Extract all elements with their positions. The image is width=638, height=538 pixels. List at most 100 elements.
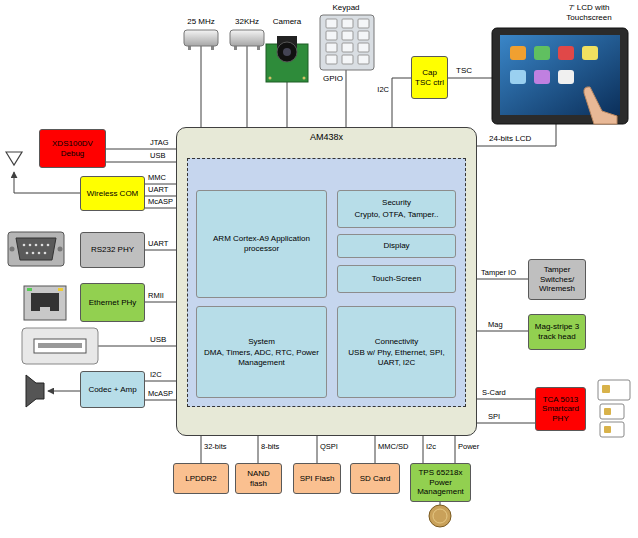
camera-icon [266,36,308,82]
box-label: RS232 PHY [91,245,134,255]
antenna-symbol [6,152,22,165]
wire [247,46,248,127]
keypad-icon [320,15,374,70]
crystal-icon [184,30,264,50]
signal-label: Tamper IO [481,268,516,278]
peripheral-box: RS232 PHY [80,232,145,268]
box-label: TPS 65218x Power Management [413,468,468,497]
signal-line [145,381,176,382]
box-label: NAND flash [238,469,279,488]
box-label: LPDDR2 [185,474,217,484]
box-label: DMA, Timers, ADC, RTC, Power Management [199,348,324,367]
peripheral-box: Wireless COM [80,176,145,211]
keypad-icon [342,31,353,40]
signal-label: GPIO [312,74,343,84]
function-block: ARM Cortex-A9 Application processor [196,190,327,298]
signal-label: McASP [148,197,173,207]
signal-label: Mag [488,320,503,330]
smartcard-icon [600,404,624,419]
signal-line [106,162,176,163]
lcd-icon [510,70,526,84]
signal-label: JTAG [150,138,169,148]
debug-box: XDS100DV Debug [39,129,106,168]
wire [477,124,556,146]
smartcard-icon [602,385,610,393]
box-label: SPI Flash [300,474,335,484]
camera-icon [277,42,297,62]
speaker-icon [26,375,44,407]
function-block: SystemDMA, Timers, ADC, RTC, Power Manag… [196,306,327,398]
coin-cell-icon [429,505,451,527]
rs232-connector-icon [32,252,35,255]
signal-label: USB [150,335,174,345]
coin-cell-icon [433,509,447,523]
signal-line [145,250,176,251]
device-label: Camera [262,17,312,27]
smartcard-icon [598,380,630,400]
lcd-icon [534,70,550,84]
crystal-icon [257,46,260,50]
block-heading: Security [382,198,411,208]
camera-icon [266,44,308,82]
box-label: Ethernet PHy [89,298,137,308]
crystal-icon [234,46,237,50]
keypad-icon [326,55,337,64]
ethernet-jack-icon [27,288,32,291]
usb-port-icon [34,339,86,353]
rs232-connector-icon [44,252,47,255]
box-label: SD Card [360,474,391,484]
box-label: USB w/ Phy, Ethernet, SPI, UART, I2C [340,348,453,367]
wire [448,78,492,79]
signal-label: I2C [368,85,389,95]
signal-line [392,78,411,127]
signal-label: USB [150,151,165,161]
camera-icon [303,77,306,80]
keypad-icon [326,43,337,52]
signal-line [477,423,535,424]
signal-label: UART [148,239,168,249]
rs232-connector-icon [23,244,26,247]
keypad-icon [358,43,369,52]
peripheral-box: TCA 5013 Smartcard PHY [535,387,586,431]
box-label: Cap TSC ctrl [414,68,445,87]
signal-label: I2C [150,370,162,380]
lcd-icon [492,28,628,124]
keypad-icon [358,19,369,28]
usb-port-icon [38,343,82,348]
lcd-icon [510,46,526,60]
device-label: Keypad [321,3,371,13]
wire [14,172,80,193]
rs232-connector-icon [58,247,63,252]
block-heading: System [248,337,275,347]
signal-line [423,436,424,463]
wire [346,70,347,127]
signal-line [145,400,176,401]
keypad-icon [342,19,353,28]
rs232-connector-icon [41,244,44,247]
box-label: Touch-Screen [372,274,421,284]
wire [48,391,80,392]
signal-line [317,436,318,463]
ethernet-jack-icon [58,288,63,291]
wire [201,46,202,127]
signal-line [375,436,376,463]
signal-line [258,436,259,463]
rs232-connector-icon [8,232,64,266]
power-box: TPS 65218x Power Management [410,463,471,502]
wire [14,46,556,505]
camera-icon [269,77,272,80]
signal-line [477,331,528,332]
signal-label: QSPI [320,442,338,452]
memory-box: LPDDR2 [173,463,229,494]
rs232-connector-icon [29,244,32,247]
crystal-icon [188,46,191,50]
smartcard-icon [604,408,611,415]
signal-label: RMII [148,291,164,301]
peripheral-box: Cap TSC ctrl [411,56,448,99]
signal-line [145,208,176,209]
peripheral-box: Ethernet PHy [80,283,145,322]
frequency-label: 25 MHz [176,17,226,27]
